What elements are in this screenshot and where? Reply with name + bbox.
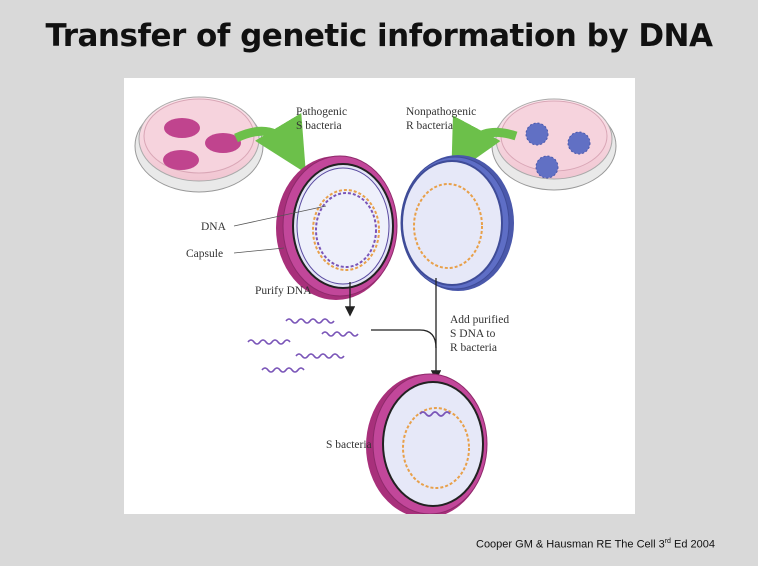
nonpathogenic-colony: [535, 155, 559, 179]
label-add-line2: S DNA to: [450, 328, 496, 340]
nonpathogenic-colony: [525, 122, 549, 146]
figure-panel: Pathogenic S bacteria Nonpathogenic R ba…: [124, 78, 635, 514]
label-dna: DNA: [201, 221, 227, 233]
label-nonpathogenic-line2: R bacteria: [406, 120, 453, 132]
citation-text: Cooper GM & Hausman RE The Cell 3: [476, 538, 665, 551]
pathogenic-colony: [205, 133, 241, 153]
label-pathogenic-line1: Pathogenic: [296, 106, 347, 118]
label-s-bacteria: S bacteria: [326, 439, 372, 451]
pathogenic-colony: [163, 150, 199, 170]
nonpathogenic-colony: [567, 131, 591, 155]
slide-title: Transfer of genetic information by DNA: [45, 18, 713, 54]
label-nonpathogenic-line1: Nonpathogenic: [406, 106, 476, 118]
dna-leader-line: [233, 205, 327, 227]
dna-fragment: [261, 367, 305, 373]
green-arrow-left: [234, 112, 306, 174]
dna-fragment: [321, 331, 359, 337]
purified-dna-fragments: [247, 318, 359, 373]
citation-text-end: Ed 2004: [670, 538, 715, 551]
label-add-line1: Add purified: [450, 314, 509, 326]
label-capsule: Capsule: [186, 248, 223, 260]
citation-superscript: rd: [664, 538, 671, 545]
pathogenic-colony: [164, 118, 200, 138]
pathogenic-petri-dish: [134, 96, 264, 193]
s-bacteria-cell: [276, 155, 398, 300]
citation: Cooper GM & Hausman RE The Cell 3rd Ed 2…: [476, 538, 715, 551]
dna-fragment: [247, 339, 291, 345]
add-dna-merge-arrow: [371, 329, 437, 349]
griffith-experiment-diagram: Pathogenic S bacteria Nonpathogenic R ba…: [134, 96, 617, 514]
dna-fragment: [285, 318, 335, 324]
r-bacteria-cell: [400, 155, 514, 291]
nonpathogenic-petri-dish: [491, 98, 617, 191]
capsule-leader-line: [233, 247, 285, 254]
dna-fragment: [295, 353, 345, 359]
label-purify-dna: Purify DNA: [255, 285, 312, 297]
green-arrow-right: [451, 115, 518, 176]
label-add-line3: R bacteria: [450, 342, 497, 354]
transformed-s-bacteria-cell: [366, 373, 488, 514]
label-pathogenic-line2: S bacteria: [296, 120, 342, 132]
